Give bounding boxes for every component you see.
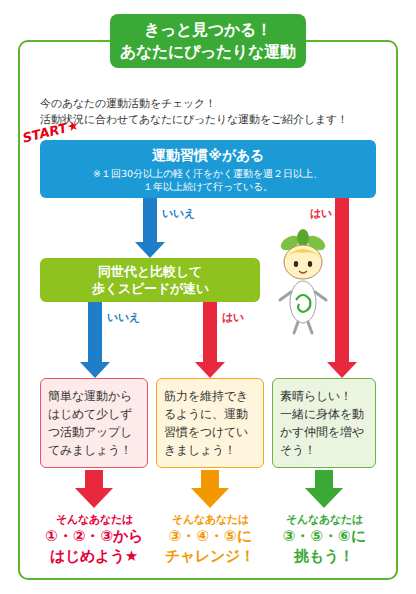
- edge-label: いいえ: [162, 206, 195, 221]
- result-text: はじめよう★: [36, 547, 152, 566]
- box-note: ※１回30分以上の軽く汗をかく運動を週２日以上、 １年以上続けて行っている。: [86, 167, 331, 193]
- mascot-mouth: [299, 271, 307, 273]
- result-text: ③・④・⑤に: [152, 527, 268, 546]
- flow-arrow: [327, 198, 357, 378]
- edge-label: いいえ: [107, 310, 140, 325]
- result-arrow: [75, 470, 113, 508]
- edge-label: はい: [222, 310, 244, 325]
- result-heading: そんなあなたは: [152, 512, 268, 527]
- mascot-leg: [308, 322, 312, 333]
- mascot-leaf: [297, 229, 309, 247]
- title-banner: きっと見つかる！ あなたにぴったりな運動: [110, 14, 306, 68]
- mascot-head: [284, 245, 322, 279]
- intro-text: 活動状況に合わせてあなたにぴったりな運動をご紹介します！: [40, 112, 348, 127]
- mascot-leaf: [278, 233, 301, 253]
- mascot: [278, 229, 327, 333]
- result-arrow: [191, 470, 229, 508]
- mascot-eye: [294, 261, 298, 267]
- flow-arrow: [80, 302, 110, 378]
- box-text: 簡単な運動から はじめて少しず つ活動アップし てみましょう！: [48, 387, 140, 459]
- result-text: ③・⑤・⑥に: [266, 527, 382, 546]
- advice-box: 素晴らしい！ 一緒に身体を動 かす仲間を増や そう！: [272, 378, 376, 468]
- mascot-leaf: [304, 233, 327, 253]
- flow-arrow: [135, 198, 165, 258]
- question-box: 運動習慣※がある ※１回30分以上の軽く汗をかく運動を週２日以上、 １年以上続けて…: [40, 140, 376, 198]
- result-heading: そんなあなたは: [266, 512, 382, 527]
- mascot-body: [290, 281, 316, 323]
- mascot-arm: [280, 292, 291, 300]
- mascot-hair: [285, 249, 321, 258]
- mascot-arm: [315, 292, 326, 300]
- result-text: チャレンジ！: [152, 547, 268, 566]
- title-text: きっと見つかる！ あなたにぴったりな運動: [113, 19, 303, 63]
- edge-label: はい: [310, 206, 332, 221]
- box-text: 筋力を維持でき るように、運動 習慣をつけてい きましょう！: [164, 387, 256, 459]
- question-box: 同世代と比較して 歩くスピードが速い: [40, 258, 260, 302]
- result-text: 挑もう！: [266, 547, 382, 566]
- result-heading: そんなあなたは: [36, 512, 152, 527]
- mascot-swirl: [296, 295, 310, 312]
- box-text: 運動習慣※がある: [152, 146, 264, 165]
- advice-box: 簡単な運動から はじめて少しず つ活動アップし てみましょう！: [40, 378, 148, 468]
- intro-text: 今のあなたの運動活動をチェック！: [40, 96, 216, 111]
- box-text: 同世代と比較して 歩くスピードが速い: [80, 263, 220, 297]
- mascot-eye: [308, 261, 312, 267]
- box-text: 素晴らしい！ 一緒に身体を動 かす仲間を増や そう！: [280, 387, 368, 459]
- advice-box: 筋力を維持でき るように、運動 習慣をつけてい きましょう！: [156, 378, 264, 468]
- mascot-leg: [294, 322, 298, 333]
- flow-arrow: [195, 302, 225, 378]
- result-text: ①・②・③から: [36, 527, 152, 546]
- result-arrow: [305, 470, 343, 508]
